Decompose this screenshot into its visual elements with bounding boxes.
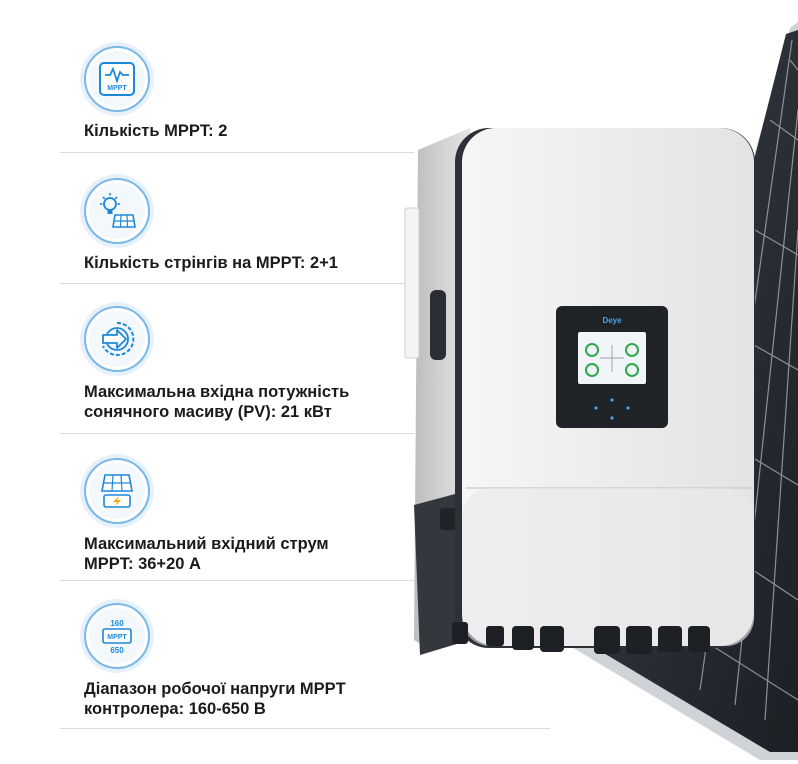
spec-max-pv-power-label-line2: сонячного масиву (PV): 21 кВт (84, 403, 332, 421)
divider (60, 152, 414, 153)
voltage-range-icon: 160 MPPT 650 (84, 603, 150, 669)
spec-max-pv-power-label-line1: Максимальна вхідна потужність (84, 383, 350, 401)
mppt-icon-text: MPPT (107, 85, 127, 92)
spec-max-input-current-label-line1: Максимальний вхідний струм (84, 535, 329, 553)
spec-strings-label: Кількість стрінгів на MPPT: 2+1 (84, 254, 338, 272)
range-mid-icon-text: MPPT (107, 634, 127, 641)
inverter-display: Deye (556, 306, 668, 428)
divider (60, 728, 550, 729)
mppt-waveform-icon: MPPT (84, 46, 150, 112)
inverter-connectors (452, 622, 710, 654)
lightbulb-solar-panel-icon (84, 178, 150, 244)
spec-voltage-range-label-line1: Діапазон робочої напруги MPPT (84, 680, 346, 698)
divider (60, 433, 414, 434)
spec-max-input-current-label-line2: MPPT: 36+20 А (84, 555, 201, 573)
range-bottom-icon-text: 650 (110, 646, 124, 655)
range-top-icon-text: 160 (110, 619, 124, 628)
arrow-gear-icon (84, 306, 150, 372)
inverter-product-image: Deye (404, 22, 798, 760)
divider (60, 283, 414, 284)
spec-mppt-count-label: Кількість MPPT: 2 (84, 122, 228, 140)
solar-panel-bolt-icon (84, 458, 150, 524)
spec-voltage-range-label-line2: контролера: 160-650 В (84, 700, 266, 718)
divider (60, 580, 414, 581)
inverter-brand-logo: Deye (602, 316, 622, 325)
